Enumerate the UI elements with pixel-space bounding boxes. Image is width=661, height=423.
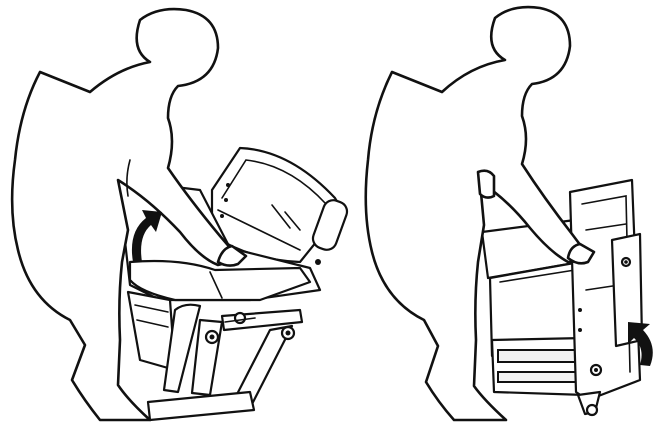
right-chair	[482, 180, 642, 415]
right-panel	[366, 7, 653, 420]
left-panel	[12, 9, 350, 420]
